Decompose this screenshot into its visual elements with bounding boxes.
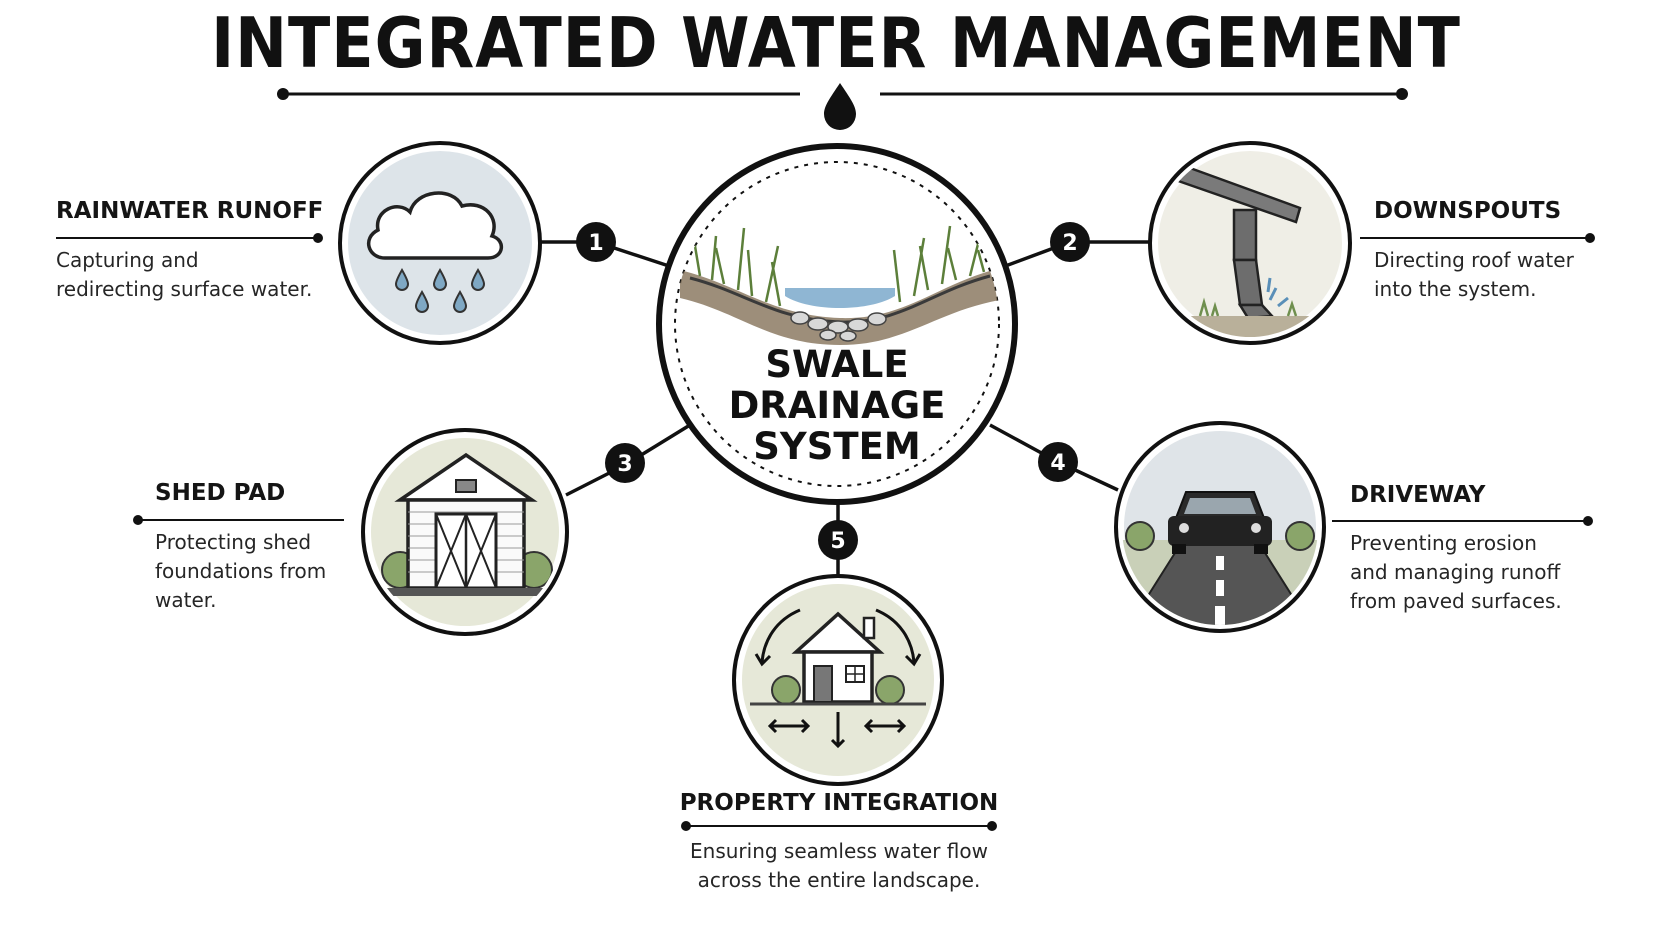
house-flow-icon — [750, 608, 926, 749]
driveway-description: Preventing erosion and managing runoff f… — [1350, 529, 1562, 616]
node-shed-pad — [361, 428, 569, 636]
shed-icon — [380, 452, 553, 596]
desc-line: from paved surfaces. — [1350, 589, 1562, 613]
node-property-integration — [732, 574, 944, 786]
badge-4 — [1038, 442, 1078, 482]
rainwater-runoff-description: Capturing and redirecting surface water. — [56, 246, 312, 304]
badge-5-number: 5 — [830, 529, 845, 554]
title-divider — [277, 83, 1408, 130]
badge-4-number: 4 — [1050, 451, 1065, 476]
desc-line: Preventing erosion — [1350, 531, 1537, 555]
desc-line: into the system. — [1374, 277, 1537, 301]
badge-2 — [1050, 222, 1090, 262]
hub-line: DRAINAGE — [728, 384, 946, 427]
driveway-title: DRIVEWAY — [1350, 482, 1486, 508]
swale-hub — [656, 143, 1018, 505]
hub-line: SWALE — [765, 343, 909, 386]
badge-1-number: 1 — [588, 231, 603, 256]
desc-line: Ensuring seamless water flow — [690, 839, 988, 863]
node-downspouts — [1148, 141, 1352, 345]
badge-3-number: 3 — [617, 452, 632, 477]
badge-3 — [605, 443, 645, 483]
page-title: INTEGRATED WATER MANAGEMENT — [211, 2, 1461, 84]
desc-line: and managing runoff — [1350, 560, 1561, 584]
desc-line: Capturing and — [56, 248, 199, 272]
hub-line: SYSTEM — [753, 425, 921, 468]
badge-5 — [818, 520, 858, 560]
swale-illustration — [680, 225, 999, 345]
downspouts-title: DOWNSPOUTS — [1374, 198, 1562, 224]
property-integration-description: Ensuring seamless water flow across the … — [636, 837, 1042, 895]
desc-line: foundations from — [155, 559, 327, 583]
downspouts-description: Directing roof water into the system. — [1374, 246, 1574, 304]
desc-line: across the entire landscape. — [697, 868, 981, 892]
downspout-icon — [1156, 158, 1344, 337]
node-driveway — [1114, 421, 1326, 633]
desc-line: Directing roof water — [1374, 248, 1574, 272]
node-rainwater-runoff — [338, 141, 542, 345]
badge-2-number: 2 — [1062, 231, 1077, 256]
property-integration-title: PROPERTY INTEGRATION — [679, 790, 999, 816]
rain-cloud-icon — [366, 191, 503, 313]
rainwater-runoff-title: RAINWATER RUNOFF — [56, 198, 324, 224]
desc-line: redirecting surface water. — [56, 277, 313, 301]
badge-1 — [576, 222, 616, 262]
droplet-icon — [824, 83, 856, 130]
number-badges: 1 2 3 4 5 — [576, 222, 1090, 560]
shed-pad-title: SHED PAD — [155, 480, 286, 506]
hub-label: SWALE DRAINAGE SYSTEM — [672, 344, 1002, 467]
label-rules — [56, 233, 1595, 831]
desc-line: Protecting shed — [155, 530, 312, 554]
desc-line: water. — [155, 588, 217, 612]
shed-pad-description: Protecting shed foundations from water. — [155, 528, 326, 615]
